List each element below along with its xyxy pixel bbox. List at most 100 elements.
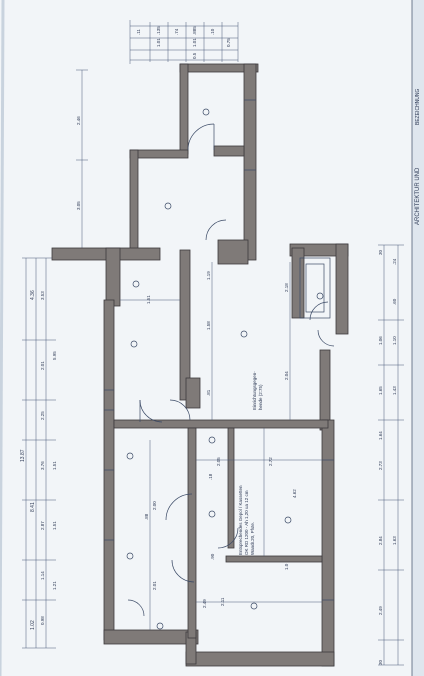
top-dim-3: .74 — [174, 28, 179, 35]
top-dim-1: .11 — [136, 29, 141, 35]
right-dim-2: 1.06 — [378, 336, 383, 345]
int-dim-12: 2.05 — [216, 457, 221, 466]
left-dim-inner-1: 2.46 — [76, 116, 81, 125]
right-dim-5: 2.73 — [378, 461, 383, 470]
int-dim-6: .81 — [206, 389, 211, 396]
int-dim-14: 2.01 — [152, 581, 157, 590]
room-marker — [208, 510, 216, 518]
right-dim-3: 1.65 — [378, 386, 383, 395]
int-dim-8: 2.00 — [152, 501, 157, 510]
int-dim-2: 2.18 — [284, 283, 289, 292]
wall-upper-left — [179, 63, 189, 155]
wall-upper-right — [243, 63, 257, 261]
structural-note-line2: OK RD 1200 - Ah 1,20 ua 12 cm — [244, 490, 249, 555]
left-dim-inner-4: 1.51 — [52, 461, 57, 470]
int-dim-15: 1.0 — [284, 563, 289, 570]
int-dim-5: 2.04 — [284, 371, 289, 380]
room-marker — [208, 436, 216, 444]
room-marker — [164, 202, 172, 210]
wall-upper-left-low — [129, 149, 139, 251]
wall-right-upper — [335, 243, 349, 335]
room-marker — [126, 552, 134, 560]
top-dim-9: 0.5 — [192, 52, 197, 59]
title-block-strip — [412, 0, 424, 676]
wall-upper-step — [129, 149, 189, 159]
wall-interior-bath — [225, 555, 323, 563]
right-dim-7: 2.49 — [378, 606, 383, 615]
room-marker — [284, 516, 292, 524]
room-marker — [202, 108, 210, 116]
structural-note-line1: Entsprechendes Gepol / Kassetten — [238, 485, 243, 555]
room-marker — [316, 292, 324, 300]
left-dim-inner-6: 1.21 — [52, 581, 57, 590]
wall-interior-thin — [227, 427, 235, 549]
top-dim-2: .135 — [156, 26, 161, 35]
int-dim-10: 4.62 — [292, 489, 297, 498]
room-notes: Einrichtungsgegen- hende (2:75) Entsprec… — [238, 371, 263, 555]
room-marker — [240, 330, 248, 338]
door-swings — [127, 123, 335, 617]
wall-main-column — [105, 247, 121, 307]
int-dim-1: 1.19 — [206, 271, 211, 280]
right-dim-1: 30 — [378, 249, 383, 255]
wall-upper-divider — [213, 145, 245, 157]
right-dim-inner-3: 1.10 — [392, 336, 397, 345]
right-dim-inner-5: 1.63 — [392, 536, 397, 545]
wall-bottom-right — [185, 651, 335, 667]
interior-dimension-labels: 1.19 2.18 1.58 1.51 2.04 .81 .88 2.00 .1… — [144, 271, 297, 608]
int-dim-9: .18 — [208, 473, 213, 480]
interior-walls — [113, 145, 329, 639]
stair-room — [299, 257, 331, 319]
right-dim-inner-4: 1.43 — [392, 386, 397, 395]
right-dim-4: 1.64 — [378, 431, 383, 440]
windows — [104, 99, 334, 601]
structural-note-line3: Wandr.20, Pfste. — [250, 522, 255, 555]
room-marker — [156, 622, 164, 630]
room-marker — [132, 280, 140, 288]
left-dim-outer-3: 4.36 — [30, 290, 36, 300]
left-dim-mid-3: 2.25 — [40, 411, 45, 420]
int-dim-11: 2.72 — [268, 457, 273, 466]
left-dim-mid-2: 2.01 — [40, 361, 45, 370]
title-block-header: BEZEICHNUNG — [415, 88, 421, 125]
wall-stair-block — [291, 247, 305, 319]
int-dim-7: .88 — [144, 513, 149, 520]
int-dim-16: 2.11 — [220, 597, 225, 606]
left-dim-outer-4: 1.02 — [30, 620, 36, 630]
int-dim-13: .90 — [210, 553, 215, 560]
int-dim-3: 1.58 — [206, 321, 211, 330]
left-dim-outer-2: 8.41 — [30, 502, 36, 512]
left-dim-inner-5: 1.51 — [52, 521, 57, 530]
wall-interior-vertical — [179, 249, 191, 401]
room-marker — [130, 340, 138, 348]
right-dim-6: 2.84 — [378, 536, 383, 545]
room-note-line2: hende (2:75) — [258, 384, 263, 410]
wall-bottom-left — [103, 629, 199, 645]
top-dimension-chain: .11 .135 .74 .885 .10 1.01 1.01 0.75 0.5 — [129, 20, 239, 64]
top-dim-8: 0.75 — [226, 38, 231, 47]
left-dim-mid-4: 3.76 — [40, 461, 45, 470]
wall-entry-block — [217, 239, 249, 265]
left-dimension-chain: 13.87 8.41 4.36 1.02 3.53 2.01 2.25 3.76… — [20, 69, 88, 649]
title-block-office: ARCHITEKTUR UND — [415, 167, 421, 225]
room-marker — [126, 452, 134, 460]
top-dim-5: .10 — [210, 28, 215, 35]
top-dim-4: .885 — [192, 26, 197, 35]
left-dim-outer-1: 13.87 — [20, 449, 26, 462]
wall-interior-lower — [187, 427, 197, 639]
wall-right-lower — [321, 419, 335, 667]
right-dim-inner-1: .24 — [392, 258, 397, 265]
top-dim-7: 1.01 — [192, 38, 197, 47]
int-dim-17: 2.49 — [202, 599, 207, 608]
left-dim-mid-1: 3.53 — [40, 291, 45, 300]
left-dim-inner-2: 3.05 — [76, 201, 81, 210]
left-dim-inner-3: 5.95 — [52, 351, 57, 360]
right-dimension-chain: 30 1.06 1.65 1.64 2.73 2.84 2.49 30 .24 … — [378, 244, 404, 666]
room-markers — [126, 108, 324, 630]
right-dim-8: 30 — [378, 659, 383, 665]
left-dim-mid-6: 1.14 — [40, 571, 45, 580]
wall-interior-horizontal — [113, 419, 329, 429]
interior-dimension-lines — [120, 262, 322, 630]
